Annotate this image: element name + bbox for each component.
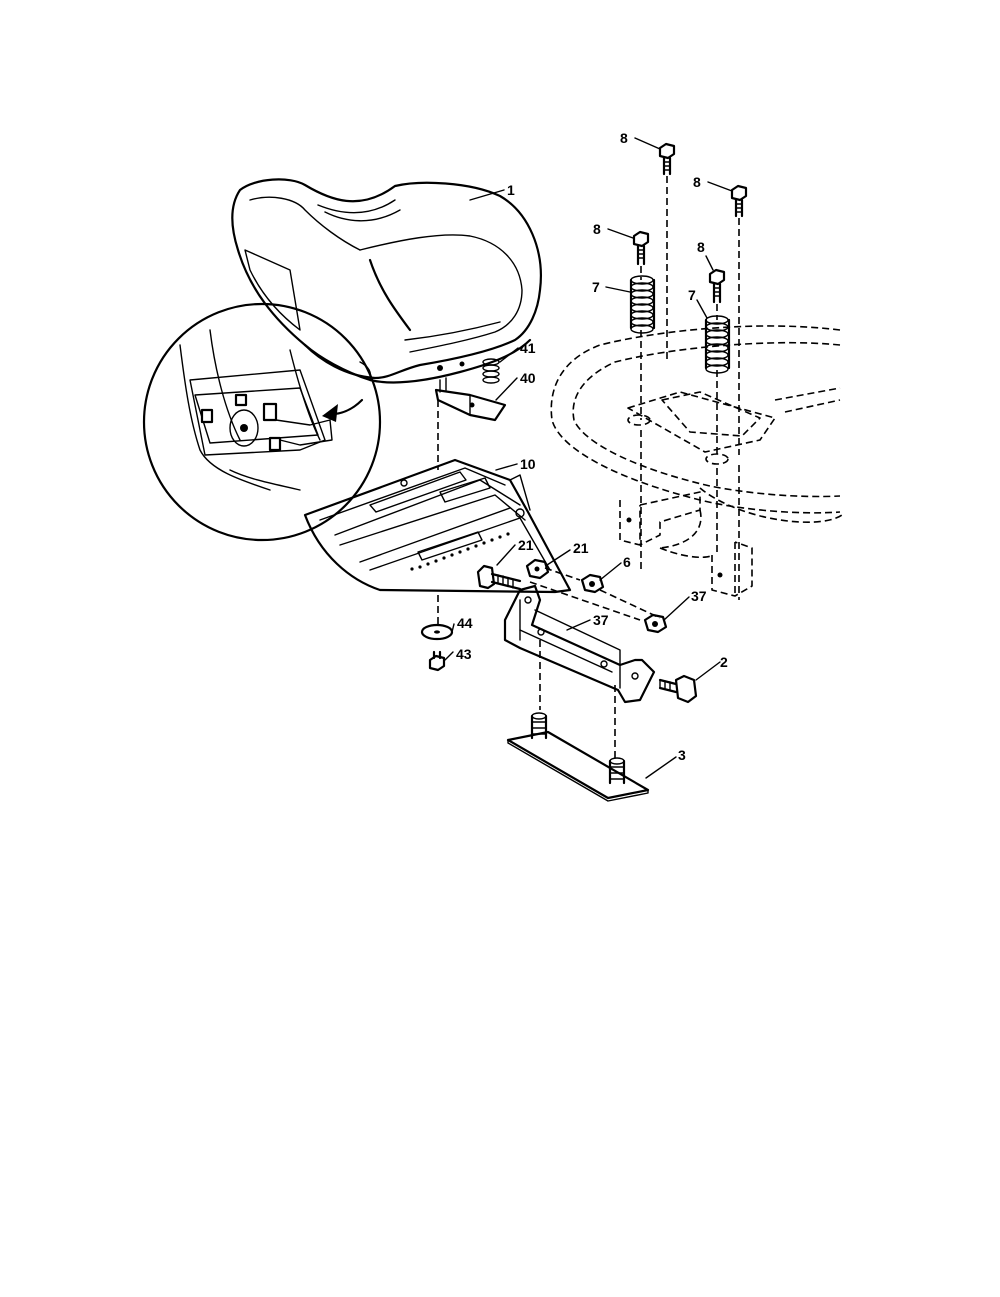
shoulder-bolt-left — [476, 564, 522, 591]
nut-6 — [525, 558, 550, 580]
callout-spring-small: 41 — [520, 340, 536, 356]
washer — [420, 623, 454, 641]
callout-bolt-mid-left: 8 — [593, 221, 601, 237]
callout-seat-bracket: 37 — [593, 612, 609, 628]
callout-nut-37-lower: 37 — [691, 588, 707, 604]
switch-bracket — [434, 377, 507, 422]
bolt-top-right — [730, 184, 748, 218]
callout-washer: 44 — [457, 615, 473, 631]
nut-37-upper — [580, 573, 605, 594]
detail-inset — [142, 302, 382, 542]
rail-studs — [530, 712, 626, 785]
callout-leaders — [444, 137, 733, 779]
rail-plate — [506, 730, 650, 802]
spring-right — [704, 315, 731, 374]
callout-bolt-top-right: 8 — [693, 174, 701, 190]
callout-bolt-mid-right: 8 — [697, 239, 705, 255]
bolt-top-left — [658, 142, 676, 176]
callout-spring-right: 7 — [688, 287, 696, 303]
seat-bracket — [503, 584, 656, 704]
seat-pan — [303, 458, 572, 594]
callout-bolt-top-left: 8 — [620, 130, 628, 146]
callout-labels: 1 8 8 8 8 7 7 41 40 10 21 21 6 37 37 2 4… — [456, 130, 728, 763]
assembly-lines — [437, 176, 740, 758]
callout-rail-plate: 3 — [678, 747, 686, 763]
callout-switch-bracket: 40 — [520, 370, 536, 386]
callout-seat: 1 — [507, 182, 515, 198]
bolt-mid-left — [632, 230, 650, 266]
nut-37-lower — [643, 613, 668, 634]
seat — [231, 178, 542, 384]
callout-shoulder-bolt-right: 2 — [720, 654, 728, 670]
callout-screw: 43 — [456, 646, 472, 662]
spring-left — [629, 275, 656, 334]
fender-body — [550, 325, 843, 597]
callout-nut-37-upper: 6 — [623, 554, 631, 570]
spring-small — [482, 358, 500, 384]
callout-seat-pan: 10 — [520, 456, 536, 472]
callout-spring-left: 7 — [592, 279, 600, 295]
callout-nut-6: 21 — [573, 540, 589, 556]
callout-shoulder-bolt-left: 21 — [518, 537, 534, 553]
seat-pan-adjust-holes — [410, 532, 510, 571]
screw — [428, 650, 446, 672]
shoulder-bolt-right — [658, 674, 698, 704]
bolt-mid-right — [708, 268, 726, 304]
